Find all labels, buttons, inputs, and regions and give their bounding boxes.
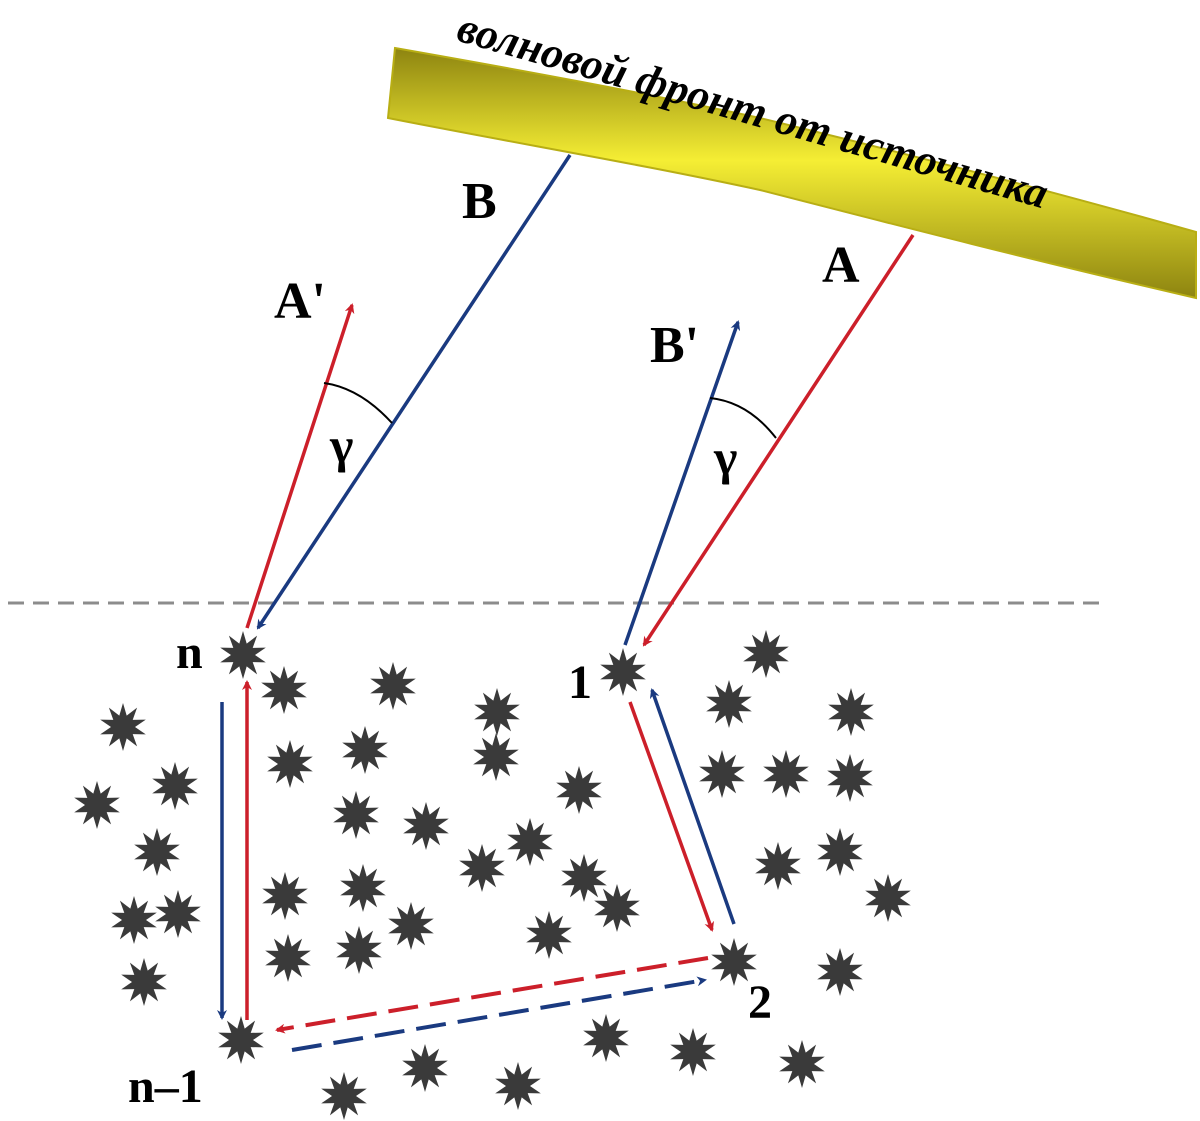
scatterer-star	[828, 688, 874, 736]
scatterer-star	[699, 750, 745, 798]
label-n: n	[176, 626, 203, 679]
scatterer-star	[74, 781, 120, 829]
angle-arc-right	[709, 397, 777, 439]
scatterer-star	[865, 874, 911, 922]
scatterer-star	[220, 631, 266, 679]
angle-arc-left	[323, 382, 393, 424]
scatterer-star	[561, 854, 607, 902]
scatterer-star	[594, 884, 640, 932]
label-2: 2	[748, 976, 772, 1029]
scatterer-star	[262, 872, 308, 920]
wavefront: волновой фронт от источника	[386, 3, 1197, 300]
scatterer-star	[495, 1062, 541, 1110]
scatterer-star	[321, 1072, 367, 1120]
scatterer-star	[507, 818, 553, 866]
scatterer-star	[121, 958, 167, 1006]
scatterer-star	[265, 934, 311, 982]
ray-b-incoming	[256, 154, 572, 630]
scatterer-star	[403, 802, 449, 850]
scatterer-star	[556, 766, 602, 814]
label-b: B	[462, 173, 497, 230]
scatterer-star	[600, 648, 646, 696]
scatterer-star	[763, 750, 809, 798]
rays	[217, 154, 915, 1052]
ray-blue-2-to-1	[649, 688, 736, 925]
ray-blue-n-minus-1-to-2	[291, 976, 707, 1052]
ray-red-1-to-2	[628, 701, 714, 932]
scatterer-star	[827, 754, 873, 802]
scatterer-star	[474, 688, 520, 736]
scatterer-star	[817, 828, 863, 876]
scatterer-star	[706, 680, 752, 728]
labels: B A A' B' γ γ n 1 2 n–1	[128, 173, 860, 1113]
scatterer-star	[388, 902, 434, 950]
scatterer-star	[817, 948, 863, 996]
scatterer-star	[342, 726, 388, 774]
scatterer-star	[267, 740, 313, 788]
scatterers	[74, 630, 911, 1120]
ray-b-prime-outgoing	[623, 320, 741, 646]
label-b-prime: B'	[650, 317, 699, 374]
scatterer-star	[711, 938, 757, 986]
ray-red-2-to-n-minus-1	[275, 956, 709, 1034]
label-gamma-left: γ	[329, 417, 353, 473]
label-n-minus-1: n–1	[128, 1060, 203, 1113]
ray-a-prime-outgoing	[245, 303, 355, 629]
scatterer-star	[155, 890, 201, 938]
scatterer-star	[336, 926, 382, 974]
scatterer-star	[779, 1040, 825, 1088]
scatterer-star	[755, 842, 801, 890]
scatterer-star	[370, 662, 416, 710]
label-gamma-right: γ	[713, 429, 737, 485]
scatterer-star	[459, 844, 505, 892]
scatterer-star	[743, 630, 789, 678]
angle-arcs	[323, 382, 777, 439]
scatterer-star	[218, 1016, 264, 1064]
scatterer-star	[583, 1014, 629, 1062]
scatterer-star	[473, 733, 519, 781]
scatterer-star	[526, 911, 572, 959]
scatterer-star	[340, 864, 386, 912]
label-a-prime: A'	[274, 273, 326, 330]
scatterer-star	[134, 828, 180, 876]
scatterer-star	[261, 666, 307, 714]
label-a: A	[822, 237, 860, 294]
ray-a-incoming	[642, 234, 915, 647]
scatterer-star	[333, 791, 379, 839]
label-1: 1	[568, 656, 592, 709]
scatterer-star	[111, 896, 157, 944]
scatterer-star	[670, 1028, 716, 1076]
scatterer-star	[152, 762, 198, 810]
wavefront-band	[386, 46, 1197, 300]
scatterer-star	[402, 1044, 448, 1092]
scatterer-star	[100, 703, 146, 751]
